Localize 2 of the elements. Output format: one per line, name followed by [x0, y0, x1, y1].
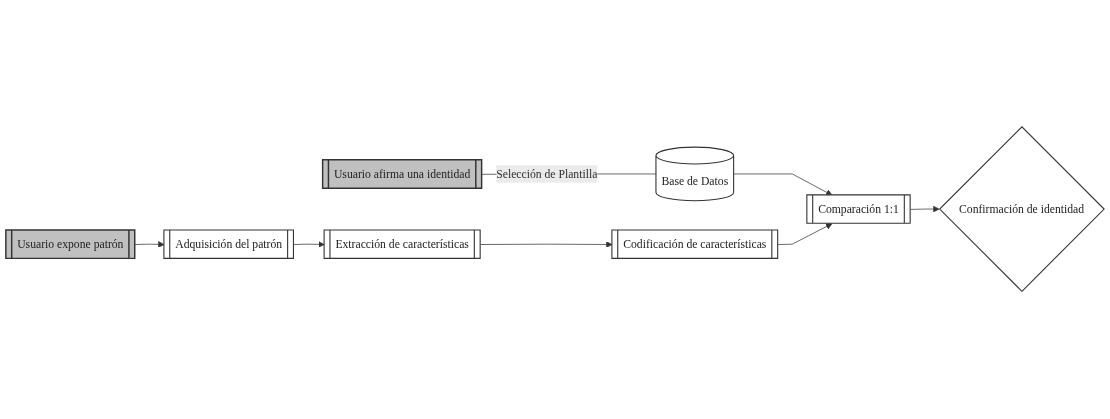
node-diamond: Confirmación de identidad [938, 126, 1105, 293]
edge-label: Selección de Plantilla [496, 167, 598, 181]
